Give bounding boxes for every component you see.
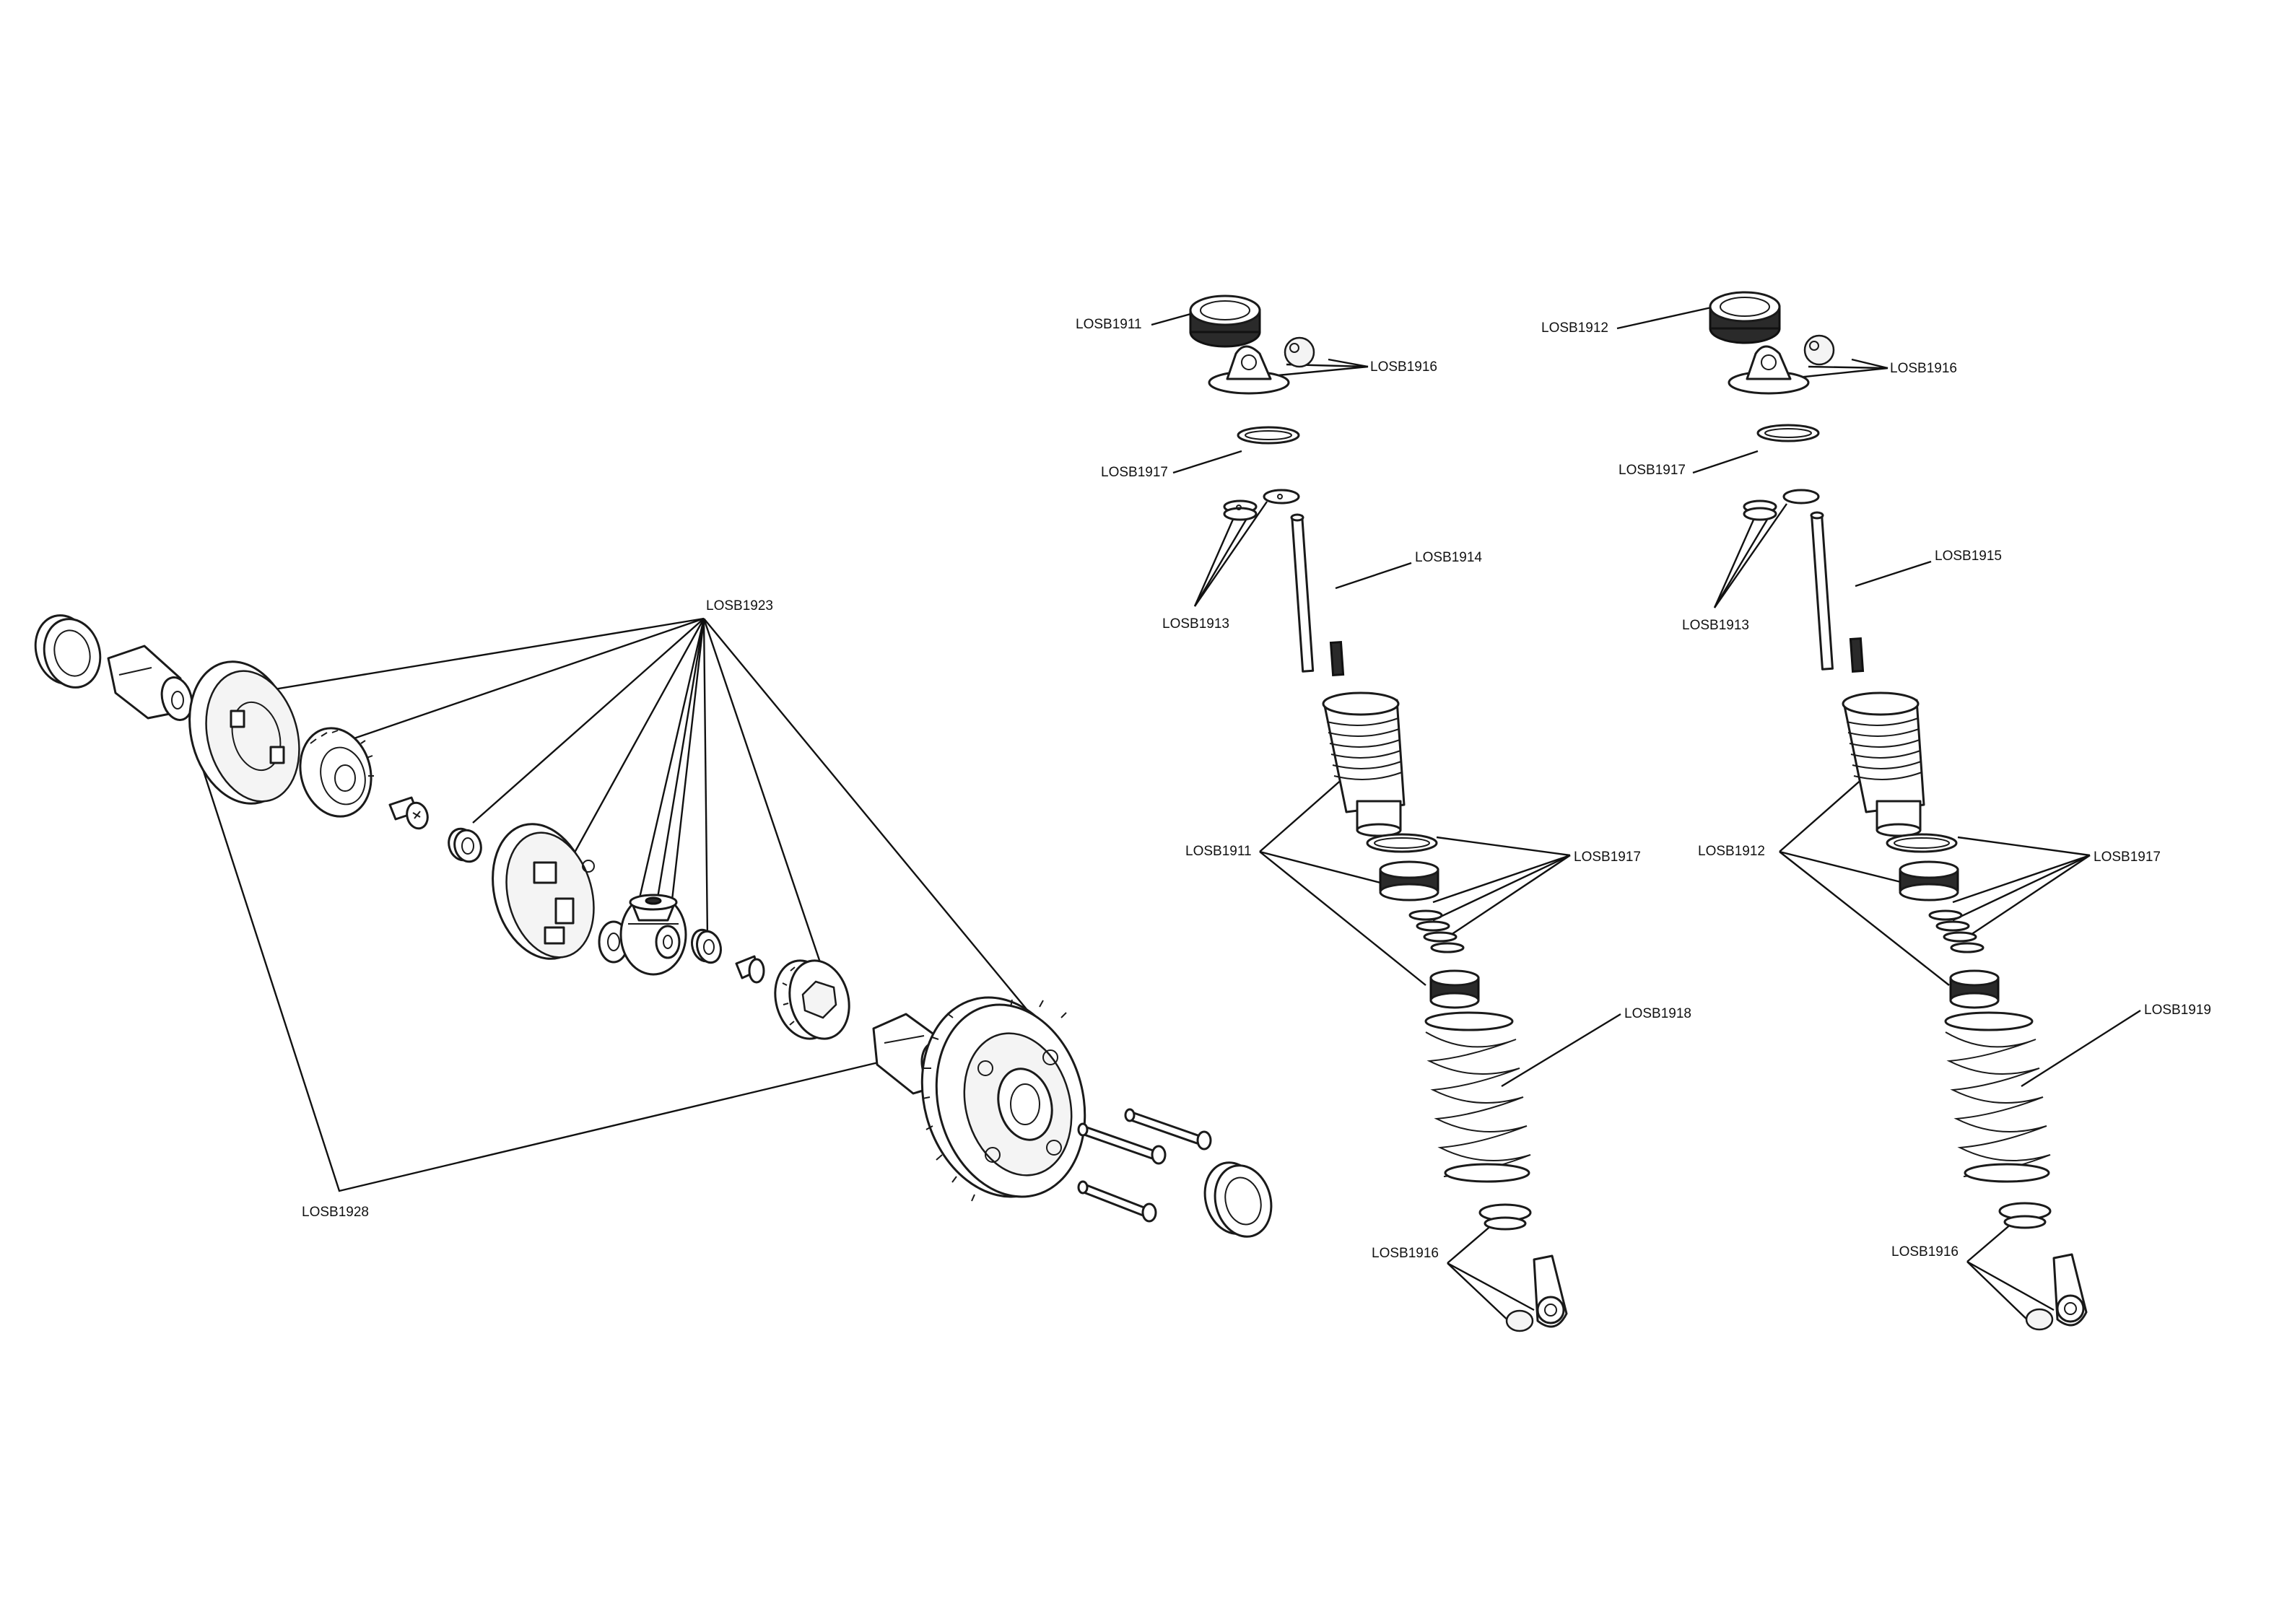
label-rear-ends-bottom: LOSB1916 (1891, 1244, 1959, 1260)
rear-shock-body (1842, 691, 1925, 837)
rear-shock-pistons (1743, 489, 1820, 521)
front-shock-assembly: LOSB1911 LOSB1916 LOSB1917 LOSB1914 LOSB… (1076, 294, 1691, 1332)
front-shock-cap (1189, 294, 1261, 348)
label-rear-spring: LOSB1919 (2144, 1003, 2211, 1018)
front-shock-oring-top (1237, 426, 1300, 445)
label-front-ends-bottom: LOSB1916 (1372, 1246, 1439, 1261)
rear-shock-spring (1944, 1011, 2051, 1183)
rear-shock-lower-seat (1998, 1202, 2052, 1229)
rear-shock-collar-lower (1949, 969, 2000, 1009)
front-shock-pistons (1223, 489, 1300, 521)
front-shock-leaders (1151, 310, 1621, 1325)
label-front-oring-mid: LOSB1917 (1574, 850, 1641, 865)
label-front-oring-top: LOSB1917 (1101, 465, 1168, 480)
pin-short (388, 796, 429, 830)
bearing-right (1203, 1161, 1273, 1238)
rear-shock-cap (1709, 291, 1781, 344)
diff-case-center (492, 823, 595, 960)
label-rear-oring-mid: LOSB1917 (2094, 850, 2161, 865)
front-shock-body (1322, 691, 1406, 837)
label-rear-cylinder: LOSB1912 (1698, 844, 1765, 859)
ring-gear (920, 996, 1086, 1202)
spider-gear-cluster (598, 894, 687, 976)
label-front-cylinder: LOSB1911 (1185, 844, 1252, 859)
front-shock-spring (1424, 1011, 1531, 1183)
front-shock-oring-mid (1366, 833, 1438, 853)
front-shock-collar-lower (1429, 969, 1480, 1009)
rear-shock-oring-mid (1886, 833, 1958, 853)
rear-shock-rod-end (2025, 1253, 2088, 1331)
diff-case-half (188, 660, 300, 805)
label-rear-ends-top: LOSB1916 (1890, 361, 1957, 376)
washer-small (691, 928, 722, 964)
leader-lines-losb1923 (274, 617, 1040, 1026)
label-front-cap: LOSB1911 (1076, 317, 1142, 332)
bearing-left (34, 614, 102, 689)
front-shock-top-mount (1208, 336, 1315, 395)
label-rear-cap: LOSB1912 (1541, 320, 1608, 336)
label-losb1928: LOSB1928 (302, 1205, 369, 1220)
hex-gear (774, 959, 850, 1040)
rear-shock-leaders (1616, 305, 2141, 1325)
front-shock-lower-seat (1478, 1203, 1532, 1231)
label-losb1923: LOSB1923 (706, 598, 773, 614)
label-front-spring: LOSB1918 (1624, 1006, 1691, 1021)
screw-long-3 (1077, 1180, 1157, 1223)
rear-shock-shaft (1810, 511, 1865, 673)
rear-shock-assembly: LOSB1912 LOSB1916 LOSB1917 LOSB1915 LOSB… (1541, 291, 2211, 1331)
label-rear-shaft: LOSB1915 (1935, 549, 2002, 564)
screw-long-2 (1124, 1108, 1212, 1151)
differential-assembly: LOSB1923 LOSB1928 (34, 598, 1273, 1238)
label-front-ends-top: LOSB1916 (1370, 359, 1437, 375)
rear-shock-oring-top (1756, 424, 1820, 442)
outdrive-left (107, 645, 193, 721)
rear-shock-small-orings (1928, 909, 1985, 953)
rear-shock-collar-upper (1899, 860, 1959, 902)
front-shock-small-orings (1408, 909, 1465, 953)
screw-long-1 (1077, 1122, 1167, 1165)
label-front-pistons: LOSB1913 (1162, 616, 1229, 632)
label-front-shaft: LOSB1914 (1415, 550, 1482, 565)
label-rear-pistons: LOSB1913 (1682, 618, 1749, 633)
bushing-small (448, 827, 482, 863)
rear-shock-top-mount (1728, 334, 1835, 395)
leader-lines-losb1928 (188, 728, 885, 1192)
pin-short-2 (735, 955, 765, 984)
label-rear-oring-top: LOSB1917 (1619, 463, 1686, 478)
front-shock-shaft (1290, 513, 1345, 677)
front-shock-collar-upper (1379, 860, 1439, 902)
front-shock-rod-end (1505, 1254, 1568, 1332)
bevel-gear-large (299, 727, 374, 818)
